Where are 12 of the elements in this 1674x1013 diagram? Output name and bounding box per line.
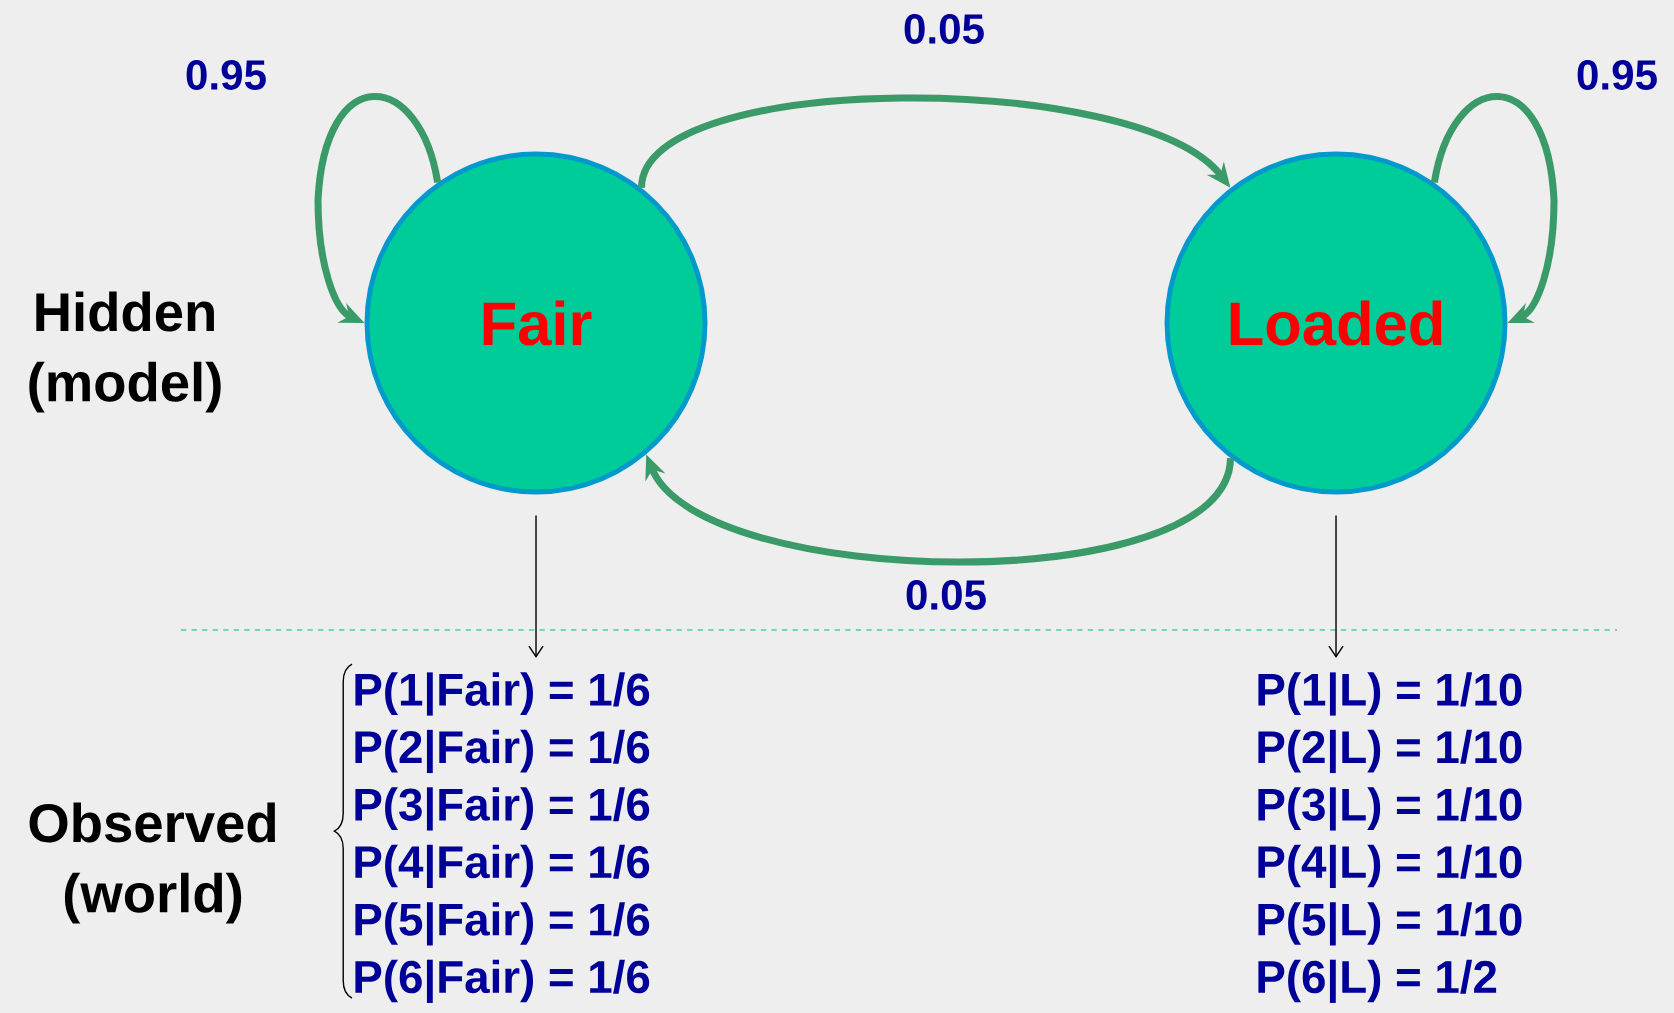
transition-arrow (1430, 93, 1558, 323)
side-label: Observed (world) (29, 802, 276, 924)
probability-list: P(1|L) = 1/10 P(2|L) = 1/10 P(3|L) = 1/10 P(4|L) = 1/10 P(5|L) = 1/10 P(6|L) = 1/2 (1258, 672, 1522, 1003)
arrow (1328, 514, 1344, 658)
edge-label: 0.95 (1577, 60, 1657, 90)
side-label: Hidden (model) (29, 291, 221, 413)
edge-label: 0.95 (186, 60, 266, 90)
arrow (528, 514, 544, 658)
edge-label: 0.05 (904, 14, 984, 44)
edge-label: 0.05 (906, 580, 986, 610)
transition-arrow (314, 93, 442, 323)
probability-list: P(1|Fair) = 1/6 P(2|Fair) = 1/6 P(3|Fair) = 1/6 P(4|Fair) = 1/6 P(5|Fair) = 1/6 P(6|Fair) = 1/6 (355, 672, 650, 1003)
